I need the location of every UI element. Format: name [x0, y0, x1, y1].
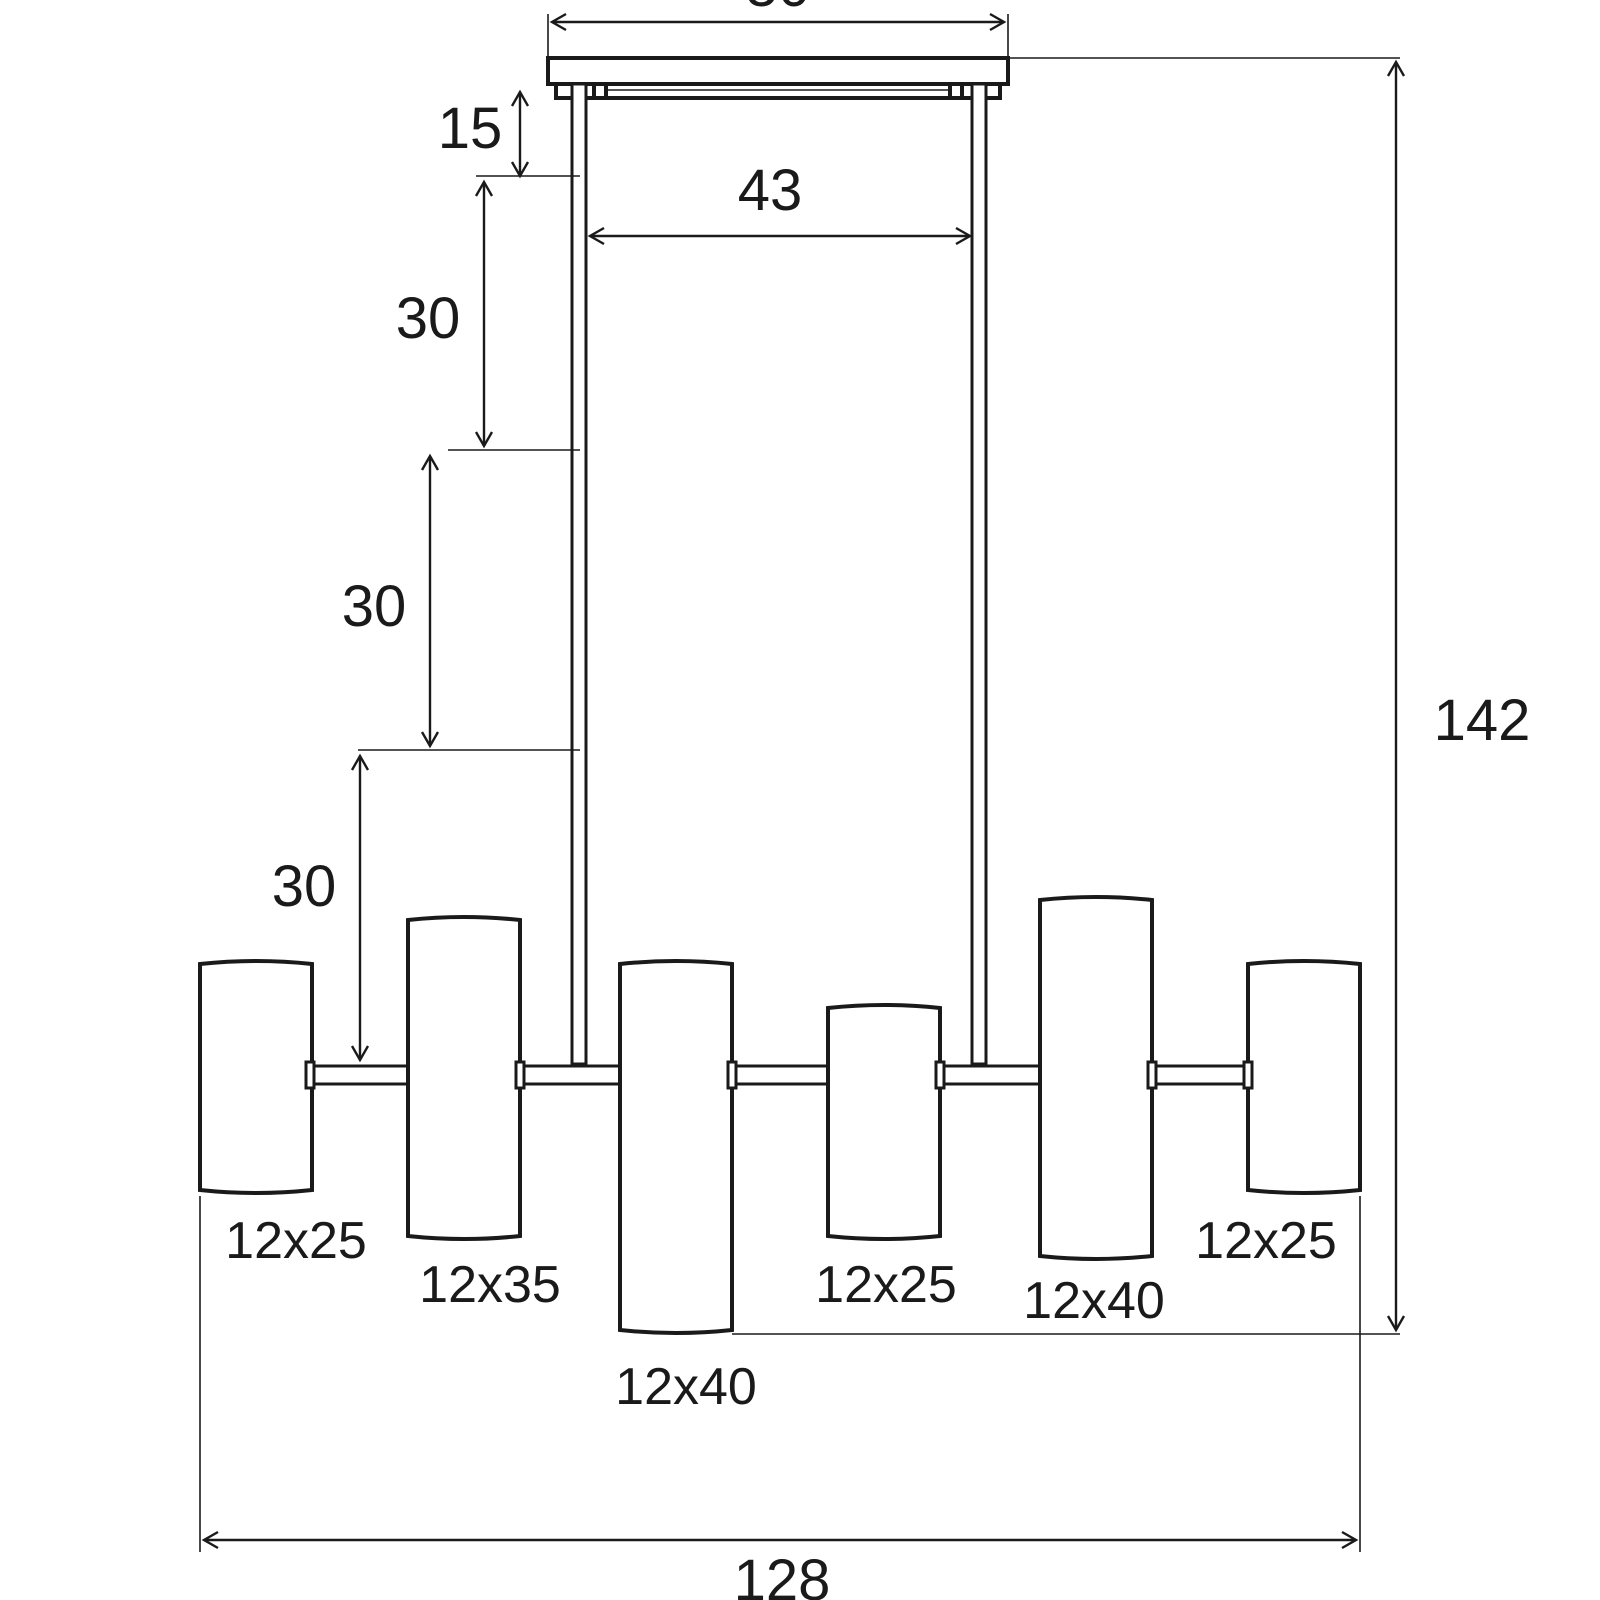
shade-1	[198, 959, 314, 1195]
total-height-label: 142	[1434, 688, 1531, 753]
rod-gap-label: 43	[738, 158, 803, 223]
dimension-canopy-width: 50	[547, 0, 1009, 58]
dimension-suspension-top: 15	[438, 89, 580, 179]
shade-4	[826, 1003, 942, 1241]
drop-1-label: 30	[396, 286, 461, 351]
shade-5-label: 12x40	[1023, 1272, 1165, 1330]
suspension-rods	[570, 82, 988, 1066]
dimension-total-width: 128	[199, 1196, 1361, 1600]
suspension-top-label: 15	[438, 96, 503, 161]
bar-collars	[304, 1060, 1254, 1090]
ceiling-canopy	[546, 56, 1010, 100]
dimension-total-height: 142	[732, 57, 1531, 1335]
shade-6-label: 12x25	[1195, 1212, 1337, 1270]
dimension-drop-3: 30	[272, 753, 370, 1063]
shade-5	[1038, 895, 1154, 1261]
shade-labels: 12x25 12x35 12x40 12x25 12x40 12x25	[225, 1212, 1337, 1416]
drop-2-label: 30	[342, 574, 407, 639]
shade-1-label: 12x25	[225, 1212, 367, 1270]
shade-3	[618, 959, 734, 1335]
shade-6	[1246, 959, 1362, 1195]
shade-3-label: 12x40	[615, 1358, 757, 1416]
dimension-rod-gap: 43	[587, 158, 973, 246]
dimension-drop-1: 30	[396, 175, 580, 451]
canopy-width-label: 50	[746, 0, 811, 19]
total-width-label: 128	[734, 1548, 831, 1600]
shade-2	[406, 915, 522, 1241]
shade-4-label: 12x25	[815, 1256, 957, 1314]
dimension-drop-2: 30	[342, 453, 580, 751]
shade-2-label: 12x35	[419, 1256, 561, 1314]
drop-3-label: 30	[272, 854, 337, 919]
